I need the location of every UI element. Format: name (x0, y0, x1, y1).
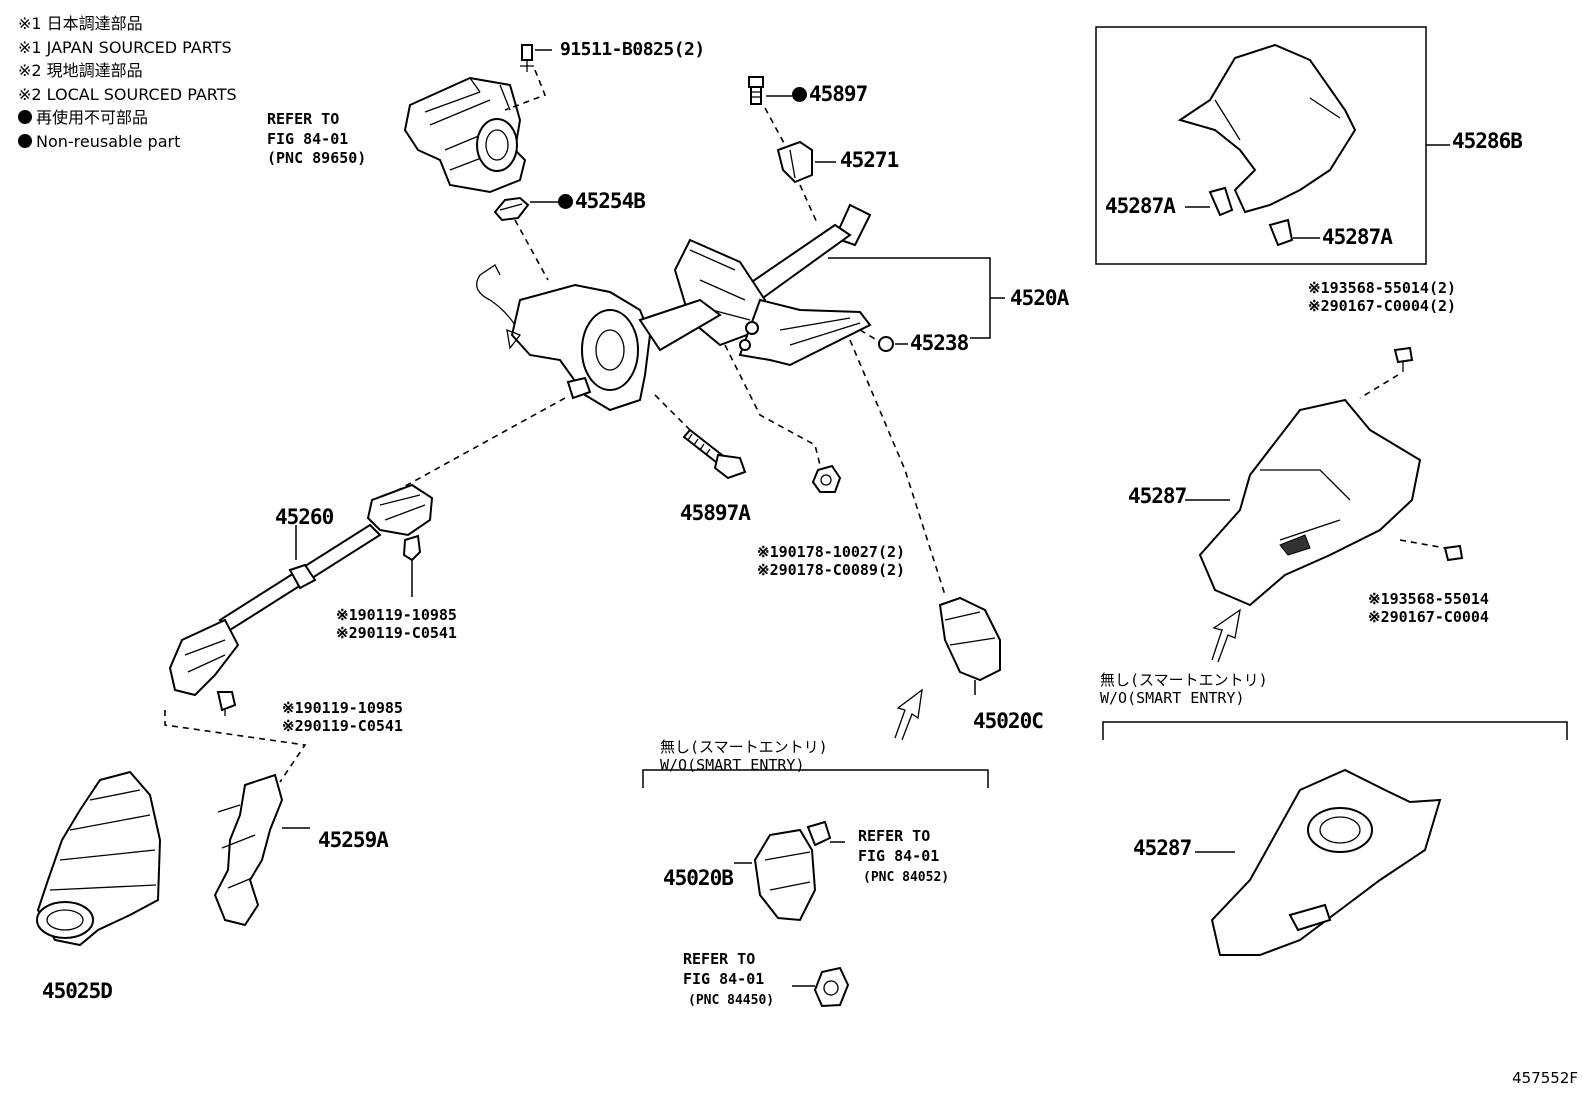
bolt-jp-number-2[interactable]: ※190119-10985 (282, 699, 403, 717)
intermediate-shaft-drawing (168, 483, 434, 697)
legend-nonreusable-en: Non-reusable part (36, 131, 181, 151)
nut-local-number[interactable]: ※290178-C0089(2) (757, 561, 906, 579)
part-label-45287a-left[interactable]: 45287A (1105, 194, 1176, 218)
part-label-45271[interactable]: 45271 (840, 148, 899, 172)
legend-japan-en: ※1 JAPAN SOURCED PARTS (18, 37, 232, 57)
refer-switch-line3: (PNC 84052) (863, 870, 950, 885)
part-label-45897[interactable]: 45897 (809, 82, 868, 106)
wo-smart-entry-jp-center: 無し(スマートエントリ) (660, 738, 828, 756)
nonreusable-dot-icon (18, 110, 32, 124)
part-label-45897a[interactable]: 45897A (680, 501, 751, 525)
wo-smart-entry-en-right: W/O(SMART ENTRY) (1100, 689, 1245, 707)
part-label-45259a[interactable]: 45259A (318, 828, 389, 852)
nut-45238-drawing (878, 336, 894, 352)
refer-cyl-line2: FIG 84-01 (683, 970, 765, 988)
cover-45259a-drawing (213, 773, 284, 927)
part-label-45286b[interactable]: 45286B (1452, 129, 1523, 153)
diagram-code: 457552F (1512, 1069, 1578, 1087)
refer-cyl-line1: REFER TO (683, 950, 756, 968)
steering-column-drawing (476, 203, 872, 412)
screw-jp-number-1[interactable]: ※193568-55014 (1368, 590, 1489, 608)
legend-local-en: ※2 LOCAL SOURCED PARTS (18, 84, 237, 104)
part-label-45287-upper[interactable]: 45287 (1128, 484, 1187, 508)
housing-45020c-drawing (938, 596, 1001, 682)
bolt-90119-lower-drawing (216, 691, 237, 716)
bolt-local-number-1[interactable]: ※290119-C0541 (336, 624, 457, 642)
refer-switch-line1: REFER TO (858, 827, 931, 845)
screw-jp-number-2[interactable]: ※193568-55014(2) (1308, 279, 1457, 297)
legend-japan-jp: ※1 日本調達部品 (18, 14, 143, 33)
clip-45254b-drawing (493, 196, 530, 222)
arrow-up-icon (894, 688, 923, 741)
nut-jp-number[interactable]: ※190178-10027(2) (757, 543, 906, 561)
part-label-45897-row: 45897 (792, 82, 868, 106)
part-label-45020c[interactable]: 45020C (973, 709, 1044, 733)
nonreusable-dot-icon (18, 133, 32, 148)
refer-top-line3: (PNC 89650) (267, 149, 367, 167)
wo-smart-entry-en-center: W/O(SMART ENTRY) (660, 756, 805, 774)
wo-smart-entry-jp-right: 無し(スマートエントリ) (1100, 671, 1268, 689)
bolt-45897a-drawing (682, 428, 747, 480)
part-label-45254b-row: 45254B (558, 189, 646, 213)
part-label-45238[interactable]: 45238 (910, 331, 969, 355)
legend-nonreusable-jp-row: 再使用不可部品 (18, 106, 237, 130)
lock-cylinder-housing-drawing (753, 820, 850, 1008)
part-label-45287a-right[interactable]: 45287A (1322, 225, 1393, 249)
bolt-local-number-2[interactable]: ※290119-C0541 (282, 717, 403, 735)
screw-93568-top-drawing (1393, 346, 1414, 372)
legend-nonreusable-en-row: Non-reusable part (18, 130, 237, 154)
bolt-45897-drawing (748, 76, 764, 105)
screw-93568-side-drawing (1443, 544, 1464, 562)
nonreusable-dot-icon (558, 194, 573, 209)
upper-cover-45286b-drawing (1177, 43, 1357, 247)
lower-cover-45287-upper-drawing (1198, 398, 1422, 607)
screw-local-number-1[interactable]: ※290167-C0004 (1368, 608, 1489, 626)
nonreusable-dot-icon (792, 87, 807, 102)
arrow-up-icon-right (1211, 608, 1241, 663)
part-label-45020b[interactable]: 45020B (663, 866, 734, 890)
part-label-91511[interactable]: 91511-B0825(2) (560, 39, 705, 60)
nut-90178-drawing (811, 464, 842, 493)
screw-local-number-2[interactable]: ※290167-C0004(2) (1308, 297, 1457, 315)
refer-cyl-line3: (PNC 84450) (688, 993, 775, 1008)
legend-nonreusable-jp: 再使用不可部品 (36, 108, 149, 127)
legend-local-jp: ※2 現地調達部品 (18, 61, 143, 80)
motor-assembly-drawing (403, 44, 534, 194)
part-label-45260[interactable]: 45260 (275, 505, 334, 529)
part-label-45254b[interactable]: 45254B (575, 189, 646, 213)
part-label-45287-lower[interactable]: 45287 (1133, 836, 1192, 860)
bolt-jp-number-1[interactable]: ※190119-10985 (336, 606, 457, 624)
lower-cover-45287-lower-drawing (1210, 768, 1442, 956)
refer-switch-line2: FIG 84-01 (858, 847, 940, 865)
bracket-45271-drawing (776, 140, 813, 184)
refer-top-line2: FIG 84-01 (267, 130, 349, 148)
part-label-4520a[interactable]: 4520A (1010, 286, 1069, 310)
legend: ※1 日本調達部品 ※1 JAPAN SOURCED PARTS ※2 現地調達… (18, 12, 237, 153)
refer-top-line1: REFER TO (267, 110, 340, 128)
boot-45025d-drawing (36, 770, 162, 947)
part-label-45025d[interactable]: 45025D (42, 979, 113, 1003)
